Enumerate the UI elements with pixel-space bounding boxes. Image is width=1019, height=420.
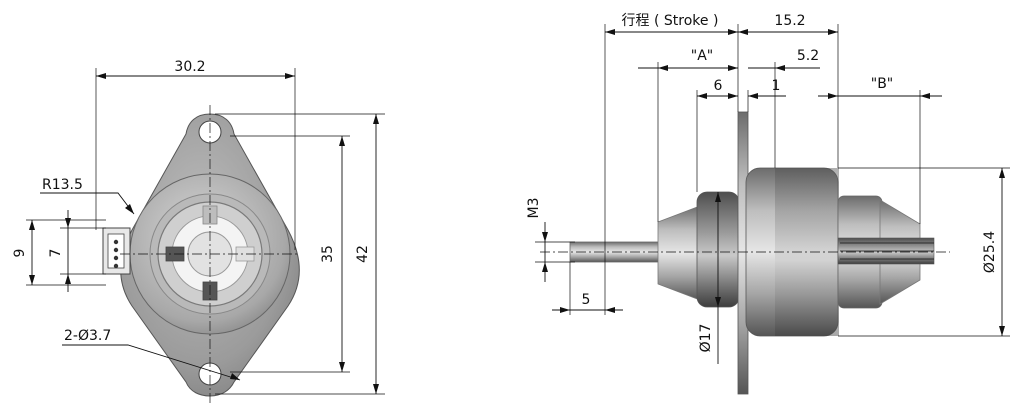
height-inner-dim-label: 35 [320, 245, 336, 263]
height-outer-dim-label: 42 [355, 245, 371, 263]
connector-pin [113, 255, 119, 261]
connector-inner-dim-label: 7 [48, 249, 64, 258]
connector-pin [113, 263, 119, 269]
flange-dia-dim-label: Ø25.4 [982, 231, 998, 273]
connector-pin [113, 239, 119, 245]
one-dim-label: 1 [772, 78, 781, 94]
shaft-end-dim-label: 5 [582, 292, 591, 308]
hole-leader [62, 344, 241, 381]
side-view: 行程 ( Stroke ) 15.2 "A" 5.2 6 1 [526, 13, 1010, 395]
radius-leader [40, 192, 135, 215]
hole-dim-label: 2-Ø3.7 [64, 328, 111, 344]
stroke-label: 行程 ( Stroke ) [622, 13, 719, 29]
front-cone [657, 205, 701, 301]
a-dim-label: 5.2 [797, 48, 819, 64]
connector-pin [113, 247, 119, 253]
six-dim-label: 6 [714, 78, 723, 94]
connector-outer-dim-label: 9 [12, 249, 28, 258]
width-dim-label: 30.2 [174, 59, 205, 75]
radius-dim-label: R13.5 [42, 177, 83, 193]
b-label: "B" [871, 76, 893, 92]
a-label: "A" [691, 48, 713, 64]
body-dia-dim-label: Ø17 [698, 324, 714, 353]
thread-dim-label: M3 [526, 198, 542, 219]
length-dim-label: 15.2 [774, 13, 805, 29]
front-view: 30.2 35 42 R13.5 9 7 [12, 59, 385, 404]
